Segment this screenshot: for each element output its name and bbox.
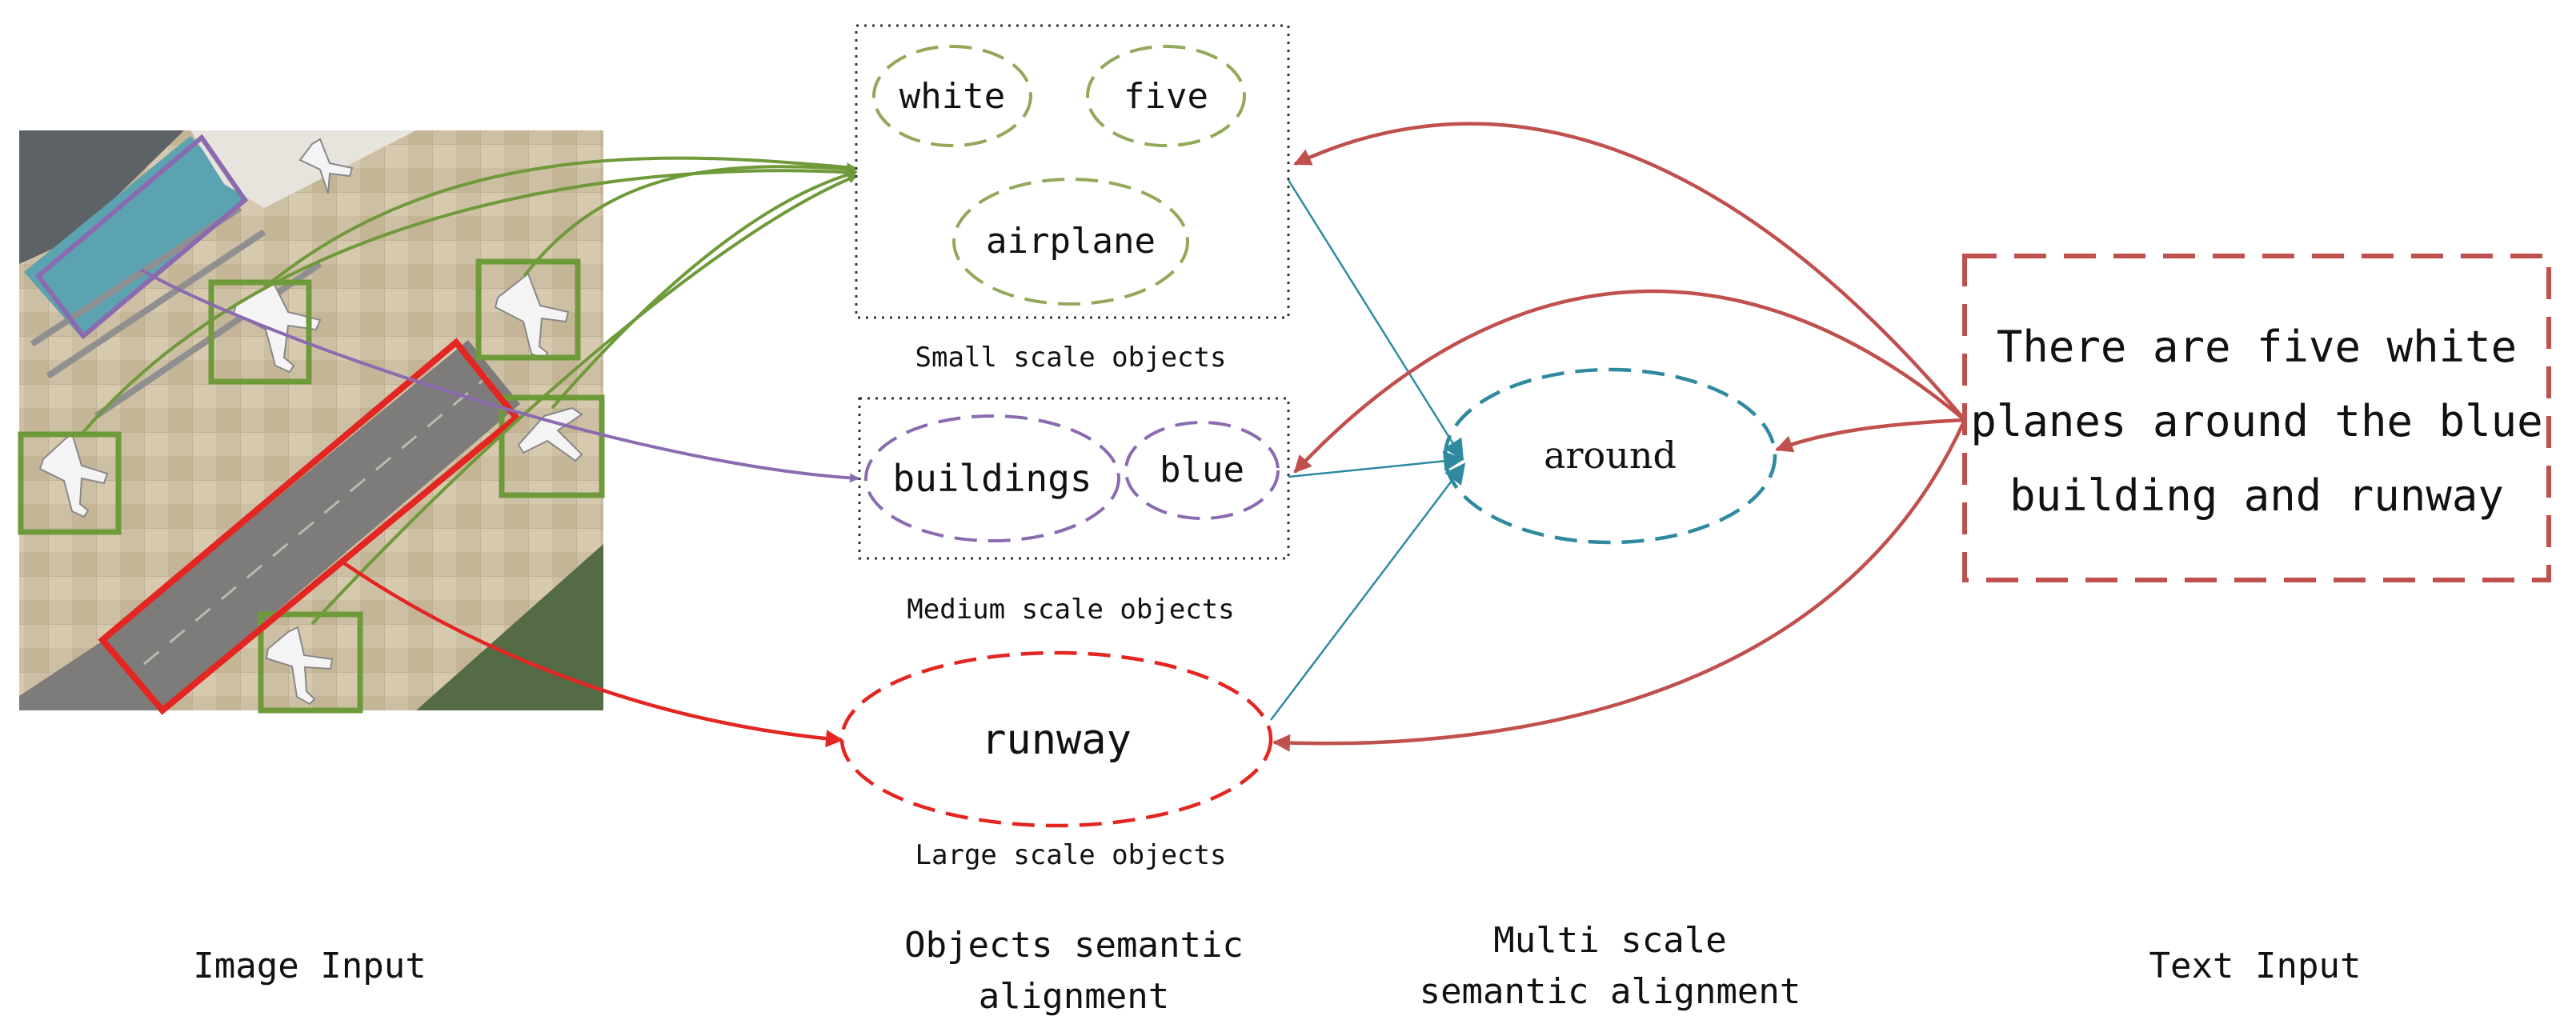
small-object-box [475, 258, 581, 361]
text-input-box: There are five white planes around the b… [1962, 254, 2551, 582]
aerial-image [19, 130, 603, 710]
green-arrows [78, 156, 858, 626]
word-five: five [1124, 76, 1208, 117]
small-scale-group: white five airplane Small scale objects [855, 24, 1290, 374]
medium-scale-frame [858, 397, 1290, 560]
image-boxes [18, 134, 605, 715]
text-input-line-1: There are five white [1997, 322, 2517, 372]
word-runway-oval [839, 650, 1273, 828]
word-buildings-oval [864, 414, 1120, 542]
word-white-oval [872, 45, 1032, 147]
large-scale-group: runway Large scale objects [839, 650, 1273, 871]
caption-text-input: Text Input [2149, 946, 2362, 986]
text-arrows [1272, 122, 1967, 752]
caption-objects-line-2: alignment [979, 976, 1169, 1017]
small-scale-frame [855, 24, 1290, 319]
teal-arrows [1270, 179, 1466, 721]
medium-scale-group: buildings blue Medium scale objects [858, 397, 1290, 626]
word-around-oval [1443, 367, 1777, 545]
text-input-line-2: planes around the blue [1970, 396, 2542, 446]
around-node: around [1443, 367, 1777, 545]
word-around: around [1544, 434, 1677, 477]
large-scale-label: Large scale objects [915, 839, 1227, 871]
small-object-box [18, 431, 122, 535]
word-airplane-oval [952, 178, 1189, 306]
word-five-oval [1086, 45, 1246, 147]
small-object-box [258, 611, 363, 714]
caption-objects-line-1: Objects semantic [904, 925, 1244, 966]
word-white: white [899, 76, 1005, 117]
word-airplane: airplane [986, 221, 1156, 262]
word-blue-oval [1124, 421, 1280, 520]
text-input-frame [1962, 254, 2551, 582]
small-object-box [499, 394, 605, 498]
caption-multi-line-2: semantic alignment [1420, 971, 1801, 1012]
text-input-line-3: building and runway [2009, 470, 2504, 521]
captions: Image Input Objects semantic alignment M… [193, 920, 2361, 1017]
word-buildings: buildings [892, 457, 1092, 500]
purple-arrow [140, 268, 859, 483]
caption-multi-line-1: Multi scale [1493, 920, 1726, 961]
caption-image-input: Image Input [193, 946, 426, 986]
word-blue: blue [1160, 450, 1244, 490]
runway-arrow [343, 562, 843, 748]
word-runway: runway [981, 716, 1132, 764]
medium-object-box [34, 134, 249, 340]
small-scale-label: Small scale objects [915, 342, 1227, 374]
large-object-box [98, 338, 521, 715]
medium-scale-label: Medium scale objects [907, 594, 1234, 626]
small-object-box [208, 279, 312, 385]
